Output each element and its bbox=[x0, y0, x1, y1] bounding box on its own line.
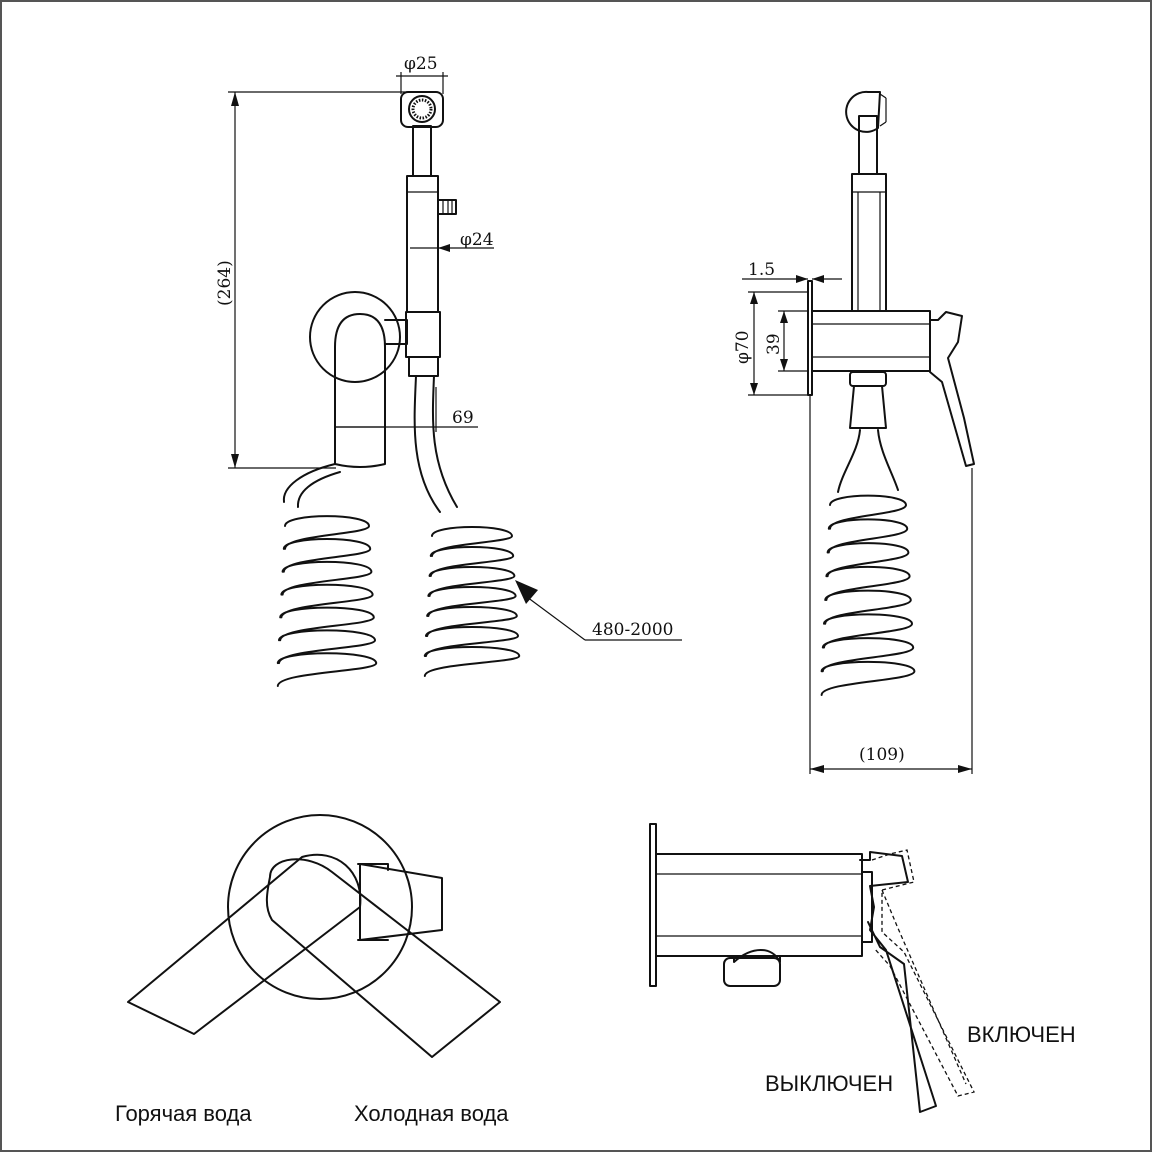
side-hose-coil bbox=[820, 494, 916, 696]
label-cold-water: Холодная вода bbox=[354, 1101, 509, 1126]
front-hose-top bbox=[413, 375, 441, 513]
front-body bbox=[334, 313, 386, 468]
front-hose-nut bbox=[408, 357, 439, 377]
dim-total-height: (264) bbox=[215, 260, 235, 306]
lever-positions-view: ВКЛЮЧЕН ВЫКЛЮЧЕН bbox=[649, 823, 1076, 1113]
dim-flange-diameter: φ70 bbox=[733, 330, 753, 364]
front-holder-bracket bbox=[384, 319, 408, 345]
top-flange bbox=[227, 814, 413, 1000]
front-spray-head bbox=[400, 91, 444, 128]
dim-projection: 69 bbox=[452, 408, 474, 428]
top-lever-cold bbox=[265, 858, 501, 1058]
lever-hose-nut bbox=[723, 957, 781, 987]
label-off: ВЫКЛЮЧЕН bbox=[765, 1071, 893, 1096]
label-hot-water: Горячая вода bbox=[115, 1101, 252, 1126]
label-on: ВКЛЮЧЕН bbox=[967, 1022, 1076, 1047]
front-view: φ25 (264) φ24 69 480-2000 bbox=[215, 54, 682, 687]
side-handle-tube bbox=[851, 173, 887, 312]
front-neck bbox=[412, 125, 432, 177]
side-body bbox=[811, 310, 931, 372]
front-hose-coil-left bbox=[276, 515, 378, 687]
dim-wall-gap: 1.5 bbox=[748, 260, 775, 280]
lever-on-position bbox=[871, 849, 975, 1097]
side-lever bbox=[929, 311, 975, 467]
front-flange bbox=[309, 291, 401, 383]
lever-body bbox=[655, 853, 863, 957]
top-lever-hot bbox=[127, 853, 362, 1035]
dim-depth: (109) bbox=[859, 745, 905, 765]
dim-tube-diameter: φ24 bbox=[460, 230, 494, 250]
spray-nozzle-icon bbox=[408, 95, 436, 123]
side-neck bbox=[858, 115, 878, 175]
side-view: 1.5 φ70 39 (109) bbox=[733, 90, 975, 774]
front-handle-tube bbox=[406, 175, 439, 313]
side-spray-head bbox=[845, 90, 881, 133]
dim-body-diameter: 39 bbox=[764, 333, 784, 355]
dim-head-diameter: φ25 bbox=[404, 54, 438, 74]
side-hose-nut bbox=[849, 371, 887, 387]
lever-off-position bbox=[859, 851, 937, 1113]
top-holder bbox=[359, 863, 443, 941]
top-view: Горячая вода Холодная вода bbox=[115, 814, 509, 1126]
dim-hose-length: 480-2000 bbox=[592, 620, 673, 640]
front-hose-coil-right bbox=[423, 526, 521, 677]
front-button bbox=[437, 199, 457, 215]
front-holder bbox=[405, 311, 441, 358]
